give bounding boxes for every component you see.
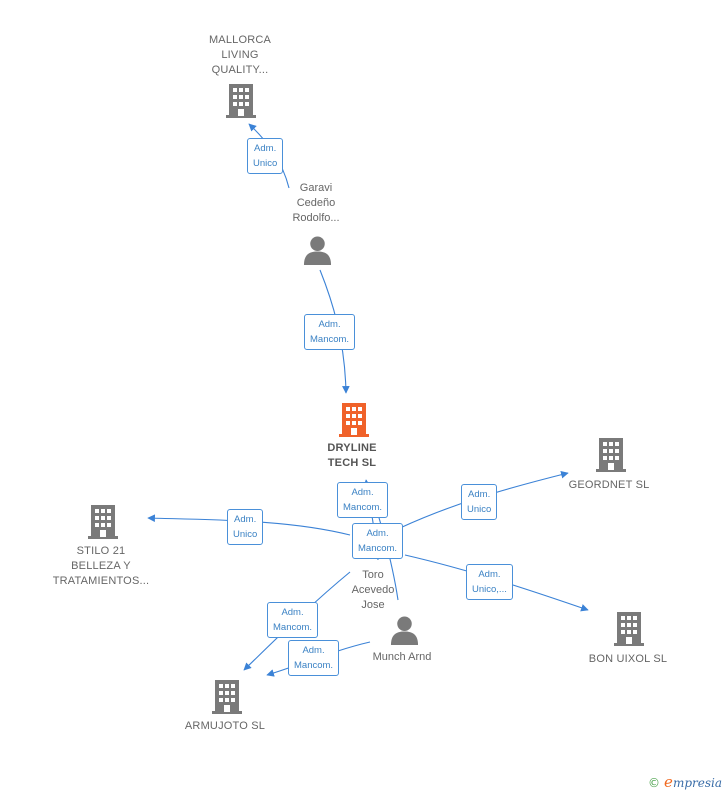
empresia-brand[interactable]: ©empresia <box>648 773 722 791</box>
edge-label-munch-dryline[interactable]: Adm. Mancom. <box>337 482 389 518</box>
garavi-person-icon[interactable] <box>303 236 332 265</box>
toro-label[interactable]: Toro Acevedo Jose <box>351 569 395 611</box>
armujoto-label[interactable]: ARMUJOTO SL <box>184 720 266 732</box>
edge-label-toro-dryline[interactable]: Adm. Mancom. <box>352 523 404 559</box>
edge-label-garavi-mallorca[interactable]: Adm. Unico <box>247 138 284 174</box>
edge-label-toro-bonuixol[interactable]: Adm. Unico,... <box>466 564 513 600</box>
stilo-label[interactable]: STILO 21 BELLEZA Y TRATAMIENTOS... <box>52 545 150 587</box>
mallorca-building-icon[interactable] <box>226 84 256 118</box>
bonuixol-label[interactable]: BON UIXOL SL <box>588 653 668 665</box>
stilo-building-icon[interactable] <box>88 505 118 539</box>
edge-label-garavi-dryline[interactable]: Adm. Mancom. <box>304 314 356 350</box>
brand-initial: e <box>664 773 673 791</box>
munch-label[interactable]: Munch Arnd <box>372 651 432 663</box>
mallorca-label[interactable]: MALLORCA LIVING QUALITY... <box>208 34 272 76</box>
armujoto-building-icon[interactable] <box>212 680 242 714</box>
bonuixol-building-icon[interactable] <box>614 612 644 646</box>
dryline-building-icon[interactable] <box>339 403 369 437</box>
garavi-label[interactable]: Garavi Cedeño Rodolfo... <box>292 182 340 224</box>
copyright-icon: © <box>648 776 661 790</box>
dryline-label[interactable]: DRYLINE TECH SL <box>327 442 377 469</box>
munch-person-icon[interactable] <box>390 616 419 645</box>
edge-label-toro-stilo[interactable]: Adm. Unico <box>227 509 264 545</box>
edge-label-toro-armujoto[interactable]: Adm. Mancom. <box>267 602 319 638</box>
geordnet-building-icon[interactable] <box>596 438 626 472</box>
edge-label-toro-geordnet[interactable]: Adm. Unico <box>461 484 498 520</box>
edge-label-munch-armujoto[interactable]: Adm. Mancom. <box>288 640 340 676</box>
geordnet-label[interactable]: GEORDNET SL <box>568 479 650 491</box>
brand-name: mpresia <box>672 776 722 790</box>
